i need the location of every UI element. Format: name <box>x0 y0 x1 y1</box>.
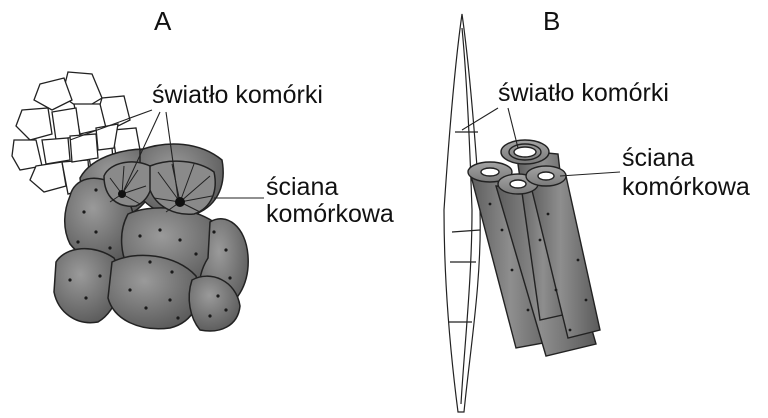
panel-b-lumen-label: światło komórki <box>498 80 669 106</box>
panel-b-illustration <box>444 14 620 412</box>
panel-a-illustration <box>12 72 264 331</box>
panel-a-wall-label-line2: komórkowa <box>266 201 394 227</box>
fiber-outline <box>444 14 480 412</box>
panel-a-letter: A <box>154 8 171 35</box>
fiber-bundle <box>468 140 600 356</box>
panel-a-wall-label-line1: ściana <box>266 174 338 200</box>
cell-cluster-shaded <box>54 144 248 331</box>
panel-a-lumen-label: światło komórki <box>152 82 323 108</box>
lumen-dot-a1 <box>175 197 185 207</box>
panel-b-letter: B <box>543 8 560 35</box>
panel-b-wall-label-line2: komórkowa <box>622 174 750 200</box>
lumen-dot-a2 <box>118 190 126 198</box>
panel-b-wall-label-line1: ściana <box>622 145 694 171</box>
